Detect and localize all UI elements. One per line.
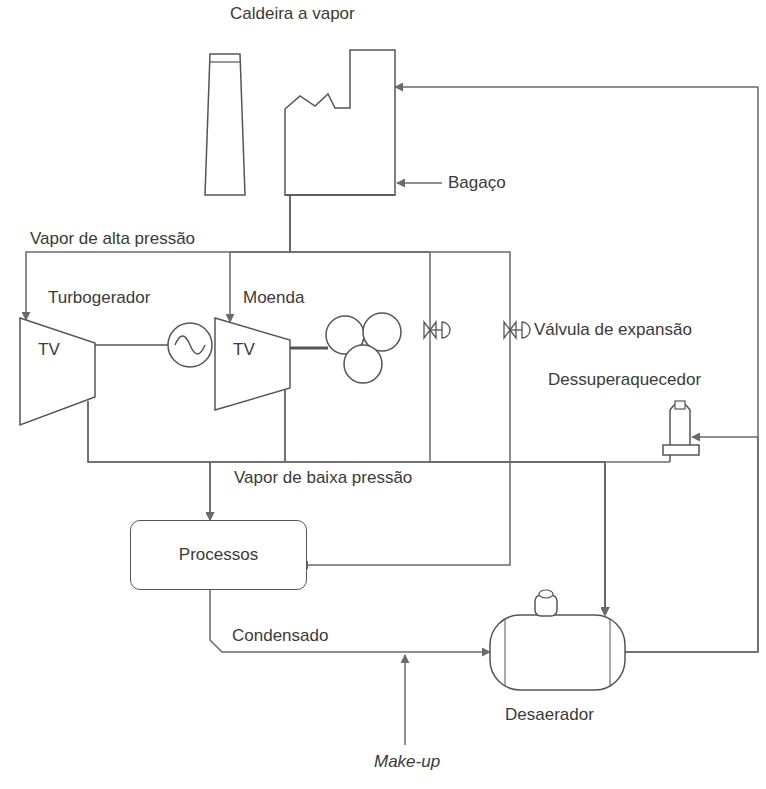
bagasse-arrow: [397, 182, 442, 184]
node-label: Processos: [131, 545, 306, 565]
pipe-connector: [290, 195, 605, 615]
desuperheater: Dessuperaquecedor: [545, 365, 763, 462]
pipe-label: Vapor de alta pressão: [28, 229, 197, 249]
stream-label: Make-up: [374, 752, 440, 772]
edge-label: Condensado: [232, 626, 328, 646]
node-label: Moenda: [243, 288, 304, 308]
process-box: Processos: [130, 520, 307, 590]
deaerator: Desaerador: [485, 585, 627, 735]
turbogenerator: TurbogeradorTV: [18, 288, 218, 428]
node-label: Turbogerador: [48, 288, 150, 308]
pipe-connector: [210, 390, 285, 520]
symbol-text: TV: [38, 340, 60, 360]
boiler: Caldeira a vapor: [200, 4, 410, 199]
pipe-connector: [88, 401, 605, 615]
pipe-connector: [290, 195, 510, 565]
valve-label: Válvula de expansão: [534, 320, 692, 340]
pipe-connector: [395, 87, 758, 652]
node-label: Desaerador: [505, 705, 594, 725]
makeup-arrow: [404, 655, 406, 745]
pipe-connector: [605, 462, 670, 615]
pipe-label: Vapor de baixa pressão: [232, 468, 414, 488]
pipe-connector: [210, 590, 490, 652]
symbol-text: TV: [233, 340, 255, 360]
pipe-connector: [88, 401, 210, 520]
pipe-connector: [285, 390, 605, 615]
mill-turbine: MoendaTV: [213, 288, 418, 413]
node-label: Caldeira a vapor: [230, 4, 355, 24]
node-label: Dessuperaquecedor: [548, 370, 701, 390]
fuel-label: Bagaço: [448, 173, 506, 193]
expansion-valve: [504, 322, 530, 338]
boiler-symbol: [200, 4, 410, 199]
pipe-connector: [625, 437, 758, 652]
expansion-valve: [424, 322, 450, 338]
